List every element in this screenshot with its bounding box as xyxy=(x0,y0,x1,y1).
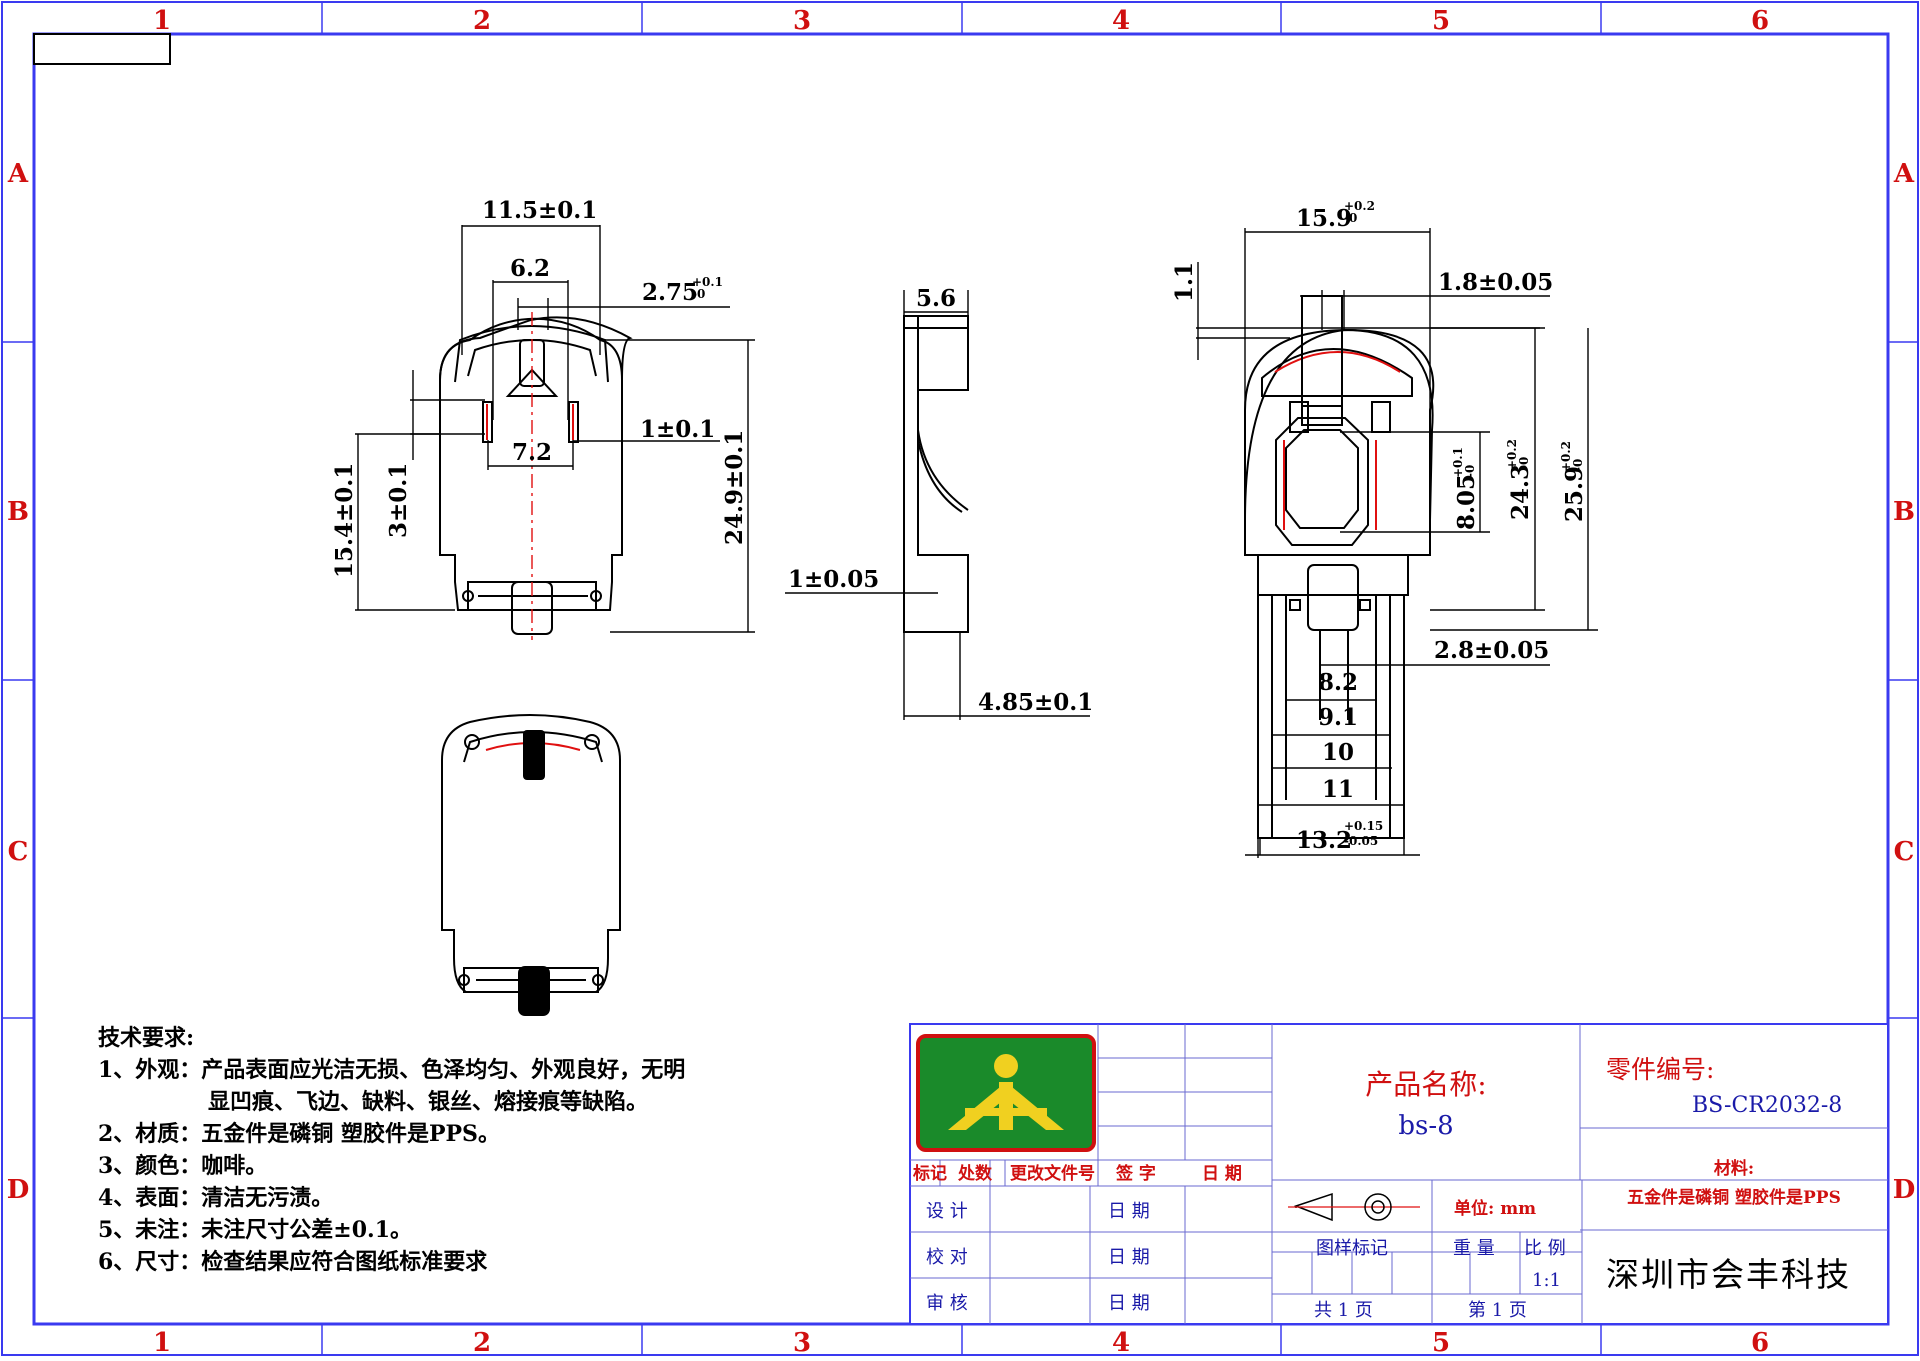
zone-row-a-left: A xyxy=(7,159,29,189)
tech-line-1: 1、外观：产品表面应光洁无损、色泽均匀、外观良好，无明 xyxy=(98,1057,685,1083)
zone-row-c-left: C xyxy=(8,837,29,867)
dim-right-11: 11 xyxy=(1322,776,1354,803)
dim-front-6-2: 6.2 xyxy=(510,255,550,282)
tb-check-date-label: 日 期 xyxy=(1108,1247,1150,1268)
tb-header-count: 处数 xyxy=(957,1163,993,1184)
front-view xyxy=(355,225,755,640)
dim-front-3: 3±0.1 xyxy=(385,463,412,538)
tb-header-date: 日 期 xyxy=(1202,1164,1242,1184)
dim-front-7-2: 7.2 xyxy=(512,439,552,466)
tb-company-name: 深圳市会丰科技 xyxy=(1606,1255,1851,1294)
dim-right-24-3-tol2: -0 xyxy=(1517,457,1531,470)
tb-material-label: 材料: xyxy=(1714,1158,1754,1179)
dim-front-1: 1±0.1 xyxy=(640,416,715,443)
zone-col-1-bottom: 1 xyxy=(153,1328,171,1357)
tb-design-label: 设 计 xyxy=(926,1201,968,1222)
projection-symbol-icon xyxy=(1288,1192,1420,1222)
dim-right-2-8: 2.8±0.05 xyxy=(1434,637,1549,664)
tb-material: 五金件是磷铜 塑胶件是PPS xyxy=(1627,1187,1841,1208)
technical-requirements: 技术要求: 1、外观：产品表面应光洁无损、色泽均匀、外观良好，无明 显凹痕、飞边… xyxy=(98,1025,685,1275)
dim-right-8-05-tol2: -0 xyxy=(1463,465,1477,478)
tb-weight-label: 重 量 xyxy=(1453,1238,1495,1259)
zone-col-6-bottom: 6 xyxy=(1751,1328,1769,1357)
zone-row-d-right: D xyxy=(1893,1175,1916,1205)
tb-page-number: 第 1 页 xyxy=(1468,1300,1527,1321)
zone-col-3-top: 3 xyxy=(793,6,811,36)
tb-design-date-label: 日 期 xyxy=(1108,1201,1150,1222)
zone-row-a-right: A xyxy=(1893,159,1915,189)
tb-scale-value: 1:1 xyxy=(1532,1270,1561,1291)
dim-right-1-1: 1.1 xyxy=(1171,262,1198,302)
tech-line-6: 6、尺寸：检查结果应符合图纸标准要求 xyxy=(98,1249,487,1275)
tb-drawing-mark: 图样标记 xyxy=(1316,1238,1388,1259)
tb-header-sign: 签 字 xyxy=(1115,1163,1156,1184)
dim-right-9-1: 9.1 xyxy=(1318,704,1358,731)
zone-col-3-bottom: 3 xyxy=(793,1328,811,1357)
dim-right-15-9-tol: +0.2 xyxy=(1344,199,1375,213)
dim-front-2-75-tol2: -0 xyxy=(692,287,705,301)
dim-right-15-9-tol2: -0 xyxy=(1344,211,1357,225)
dim-front-2-75: 2.75 xyxy=(642,279,698,306)
dim-right-1-8: 1.8±0.05 xyxy=(1438,269,1553,296)
dim-front-11-5: 11.5±0.1 xyxy=(482,197,597,224)
tech-line-5: 5、未注：未注尺寸公差±0.1。 xyxy=(98,1217,412,1243)
tb-header-mark: 标记 xyxy=(913,1163,947,1184)
dim-right-8-05: 8.05 xyxy=(1453,474,1480,530)
tb-check-label: 校 对 xyxy=(926,1247,968,1268)
tech-line-2: 2、材质：五金件是磷铜 塑胶件是PPS。 xyxy=(98,1121,500,1147)
zone-col-4-bottom: 4 xyxy=(1112,1328,1130,1357)
zone-col-6-top: 6 xyxy=(1751,6,1769,36)
dim-front-24-9: 24.9±0.1 xyxy=(721,430,748,545)
tech-line-1b: 显凹痕、飞边、缺料、银丝、熔接痕等缺陷。 xyxy=(208,1089,648,1115)
dim-right-10: 10 xyxy=(1322,739,1354,766)
tb-part-no: BS-CR2032-8 xyxy=(1692,1093,1842,1118)
dim-right-25-9-tol: +0.2 xyxy=(1559,441,1573,472)
right-view xyxy=(1196,228,1598,858)
zone-row-b-left: B xyxy=(7,497,29,527)
zone-row-b-right: B xyxy=(1893,497,1915,527)
tech-line-3: 3、颜色：咖啡。 xyxy=(98,1153,267,1179)
tb-unit: 单位: mm xyxy=(1454,1198,1536,1219)
dim-right-13-2: 13.2 xyxy=(1296,827,1352,854)
dim-right-13-2-tol2: -0.05 xyxy=(1344,834,1378,848)
dim-right-13-2-tol: +0.15 xyxy=(1344,819,1383,833)
zone-col-5-bottom: 5 xyxy=(1432,1328,1450,1357)
company-logo xyxy=(916,1034,1096,1152)
dim-side-1: 1±0.05 xyxy=(788,566,879,593)
dim-right-25-9: 25.9 xyxy=(1561,466,1588,522)
dim-right-24-3: 24.3 xyxy=(1507,464,1534,520)
dim-right-25-9-tol2: -0 xyxy=(1571,459,1585,472)
zone-row-c-right: C xyxy=(1894,837,1915,867)
dim-right-8-05-tol: +0.1 xyxy=(1451,447,1465,478)
dim-side-4-85: 4.85±0.1 xyxy=(978,689,1093,716)
dim-side-5-6: 5.6 xyxy=(916,285,956,312)
zone-col-4-top: 4 xyxy=(1112,6,1130,36)
tb-header-change-doc: 更改文件号 xyxy=(1010,1163,1095,1184)
zone-col-2-top: 2 xyxy=(473,6,491,36)
zone-col-2-bottom: 2 xyxy=(473,1328,491,1357)
dim-right-8-2: 8.2 xyxy=(1318,669,1358,696)
tech-title: 技术要求: xyxy=(98,1025,194,1051)
zone-col-1-top: 1 xyxy=(153,6,171,36)
tb-total-pages: 共 1 页 xyxy=(1314,1300,1373,1321)
tb-approve-label: 审 核 xyxy=(926,1293,968,1314)
zone-row-d-left: D xyxy=(7,1175,30,1205)
dim-front-2-75-tol: +0.1 xyxy=(692,275,723,289)
tb-product-name-label: 产品名称: xyxy=(1365,1068,1486,1101)
dim-front-15-4: 15.4±0.1 xyxy=(331,463,358,578)
tb-part-no-label: 零件编号: xyxy=(1606,1055,1714,1084)
dim-right-15-9: 15.9 xyxy=(1296,205,1352,232)
tech-line-4: 4、表面：清洁无污渍。 xyxy=(98,1185,333,1211)
dim-right-24-3-tol: +0.2 xyxy=(1505,439,1519,470)
tb-approve-date-label: 日 期 xyxy=(1108,1293,1150,1314)
zone-col-5-top: 5 xyxy=(1432,6,1450,36)
tb-product-name: bs-8 xyxy=(1398,1111,1453,1141)
tb-scale-label: 比 例 xyxy=(1524,1238,1566,1259)
back-view xyxy=(441,714,621,1016)
side-view xyxy=(785,290,1090,720)
